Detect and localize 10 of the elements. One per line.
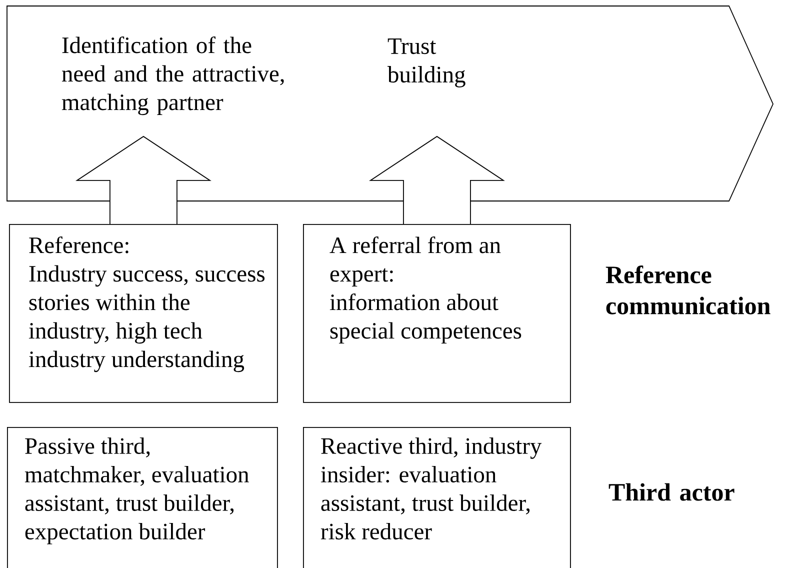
block-arrow [75,136,212,224]
text-box: A referral from an expert: information about special competences [303,224,571,403]
heading-text: Identification of the need and the attractive, matching partner [62,36,284,116]
row-label: Third actor [608,483,734,501]
block-arrow [368,136,505,224]
heading-text: Trust building [387,38,466,88]
row-label: Reference communication [606,266,770,314]
text-box: Reactive third, industry insider: evaluation assistant, trust builder, risk reducer [303,427,571,568]
text-box: Reference: Industry success, success stories within the industry, high tech industry understanding [9,224,278,403]
text-box: Passive third, matchmaker, evaluation assistant, trust builder, expectation builder [7,427,278,568]
